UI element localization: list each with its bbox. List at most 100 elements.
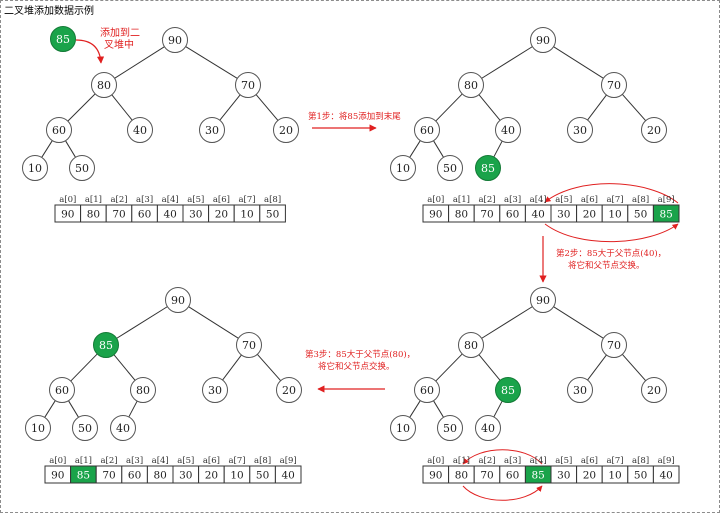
heap-node-label: 20 bbox=[279, 124, 293, 137]
array-index-label: a[0] bbox=[427, 456, 444, 466]
heap-node-label: 70 bbox=[607, 79, 621, 92]
tree-edge bbox=[553, 306, 604, 339]
tree-edge bbox=[68, 400, 79, 418]
heap-node-label: 90 bbox=[536, 294, 550, 307]
tree-edge bbox=[433, 400, 444, 418]
heap-node-label: 30 bbox=[208, 384, 222, 397]
step3-label-line1: 第3步：85大于父节点(80)， bbox=[305, 349, 415, 360]
array-cell-value: 40 bbox=[282, 470, 295, 482]
step1-label: 第1步：将85添加到末尾 bbox=[308, 111, 401, 122]
array-cell-value: 50 bbox=[634, 209, 647, 221]
array-index-label: a[2] bbox=[100, 456, 117, 466]
heap-node-label: 10 bbox=[31, 422, 45, 435]
heap-node bbox=[273, 117, 299, 143]
heap-node bbox=[202, 377, 228, 403]
array-cell-value: 50 bbox=[634, 470, 647, 482]
array-index-label: a[8] bbox=[632, 456, 649, 466]
array-cell-value: 70 bbox=[112, 209, 125, 221]
array-index-label: a[2] bbox=[478, 195, 495, 205]
array-index-label: a[0] bbox=[49, 456, 66, 466]
array-cell-value: 90 bbox=[429, 470, 442, 482]
heap-node bbox=[199, 117, 225, 143]
tree-edge bbox=[219, 94, 241, 121]
array-index-label: a[9] bbox=[658, 195, 675, 205]
array-cell-value: 80 bbox=[87, 209, 100, 221]
tree-edge bbox=[41, 140, 53, 158]
heap-node-highlighted bbox=[50, 26, 76, 52]
heap-node-label: 40 bbox=[501, 124, 515, 137]
array-index-label: a[4] bbox=[162, 195, 179, 205]
heap-node bbox=[601, 332, 627, 358]
heap-node bbox=[72, 415, 98, 441]
array-index-label: a[7] bbox=[228, 456, 245, 466]
heap-node bbox=[390, 415, 416, 441]
array-index-label: a[3] bbox=[136, 195, 153, 205]
step3-label-line2: 将它和父节点交换。 bbox=[318, 361, 395, 372]
heap-node-label: 40 bbox=[133, 124, 147, 137]
heap-node bbox=[530, 287, 556, 313]
swap-arc-step3-lower bbox=[462, 485, 543, 501]
heap-node bbox=[127, 117, 153, 143]
tree-edge bbox=[478, 354, 501, 381]
array-index-label: a[7] bbox=[238, 195, 255, 205]
array-cell-value: 60 bbox=[128, 470, 141, 482]
heap-node-label: 50 bbox=[75, 162, 89, 175]
heap-node bbox=[641, 377, 667, 403]
array-cell-value: 70 bbox=[480, 470, 493, 482]
array-index-label: a[0] bbox=[427, 195, 444, 205]
array-cell-value: 90 bbox=[61, 209, 74, 221]
array-index-label: a[1] bbox=[85, 195, 102, 205]
heap-node-label: 70 bbox=[241, 79, 255, 92]
array-cell-value: 60 bbox=[506, 470, 519, 482]
heap-node-label: 30 bbox=[205, 124, 219, 137]
array-index-label: a[3] bbox=[126, 456, 143, 466]
heap-node-label: 10 bbox=[28, 162, 42, 175]
array-index-label: a[8] bbox=[264, 195, 281, 205]
heap-node-label: 60 bbox=[55, 384, 69, 397]
heap-node bbox=[437, 155, 463, 181]
array-cell-value: 20 bbox=[583, 209, 596, 221]
tree-edge bbox=[409, 140, 421, 158]
array-cell-value: 10 bbox=[240, 209, 253, 221]
heap-node-label: 20 bbox=[282, 384, 296, 397]
heap-node bbox=[162, 27, 188, 53]
array-index-label: a[8] bbox=[632, 195, 649, 205]
array-index-label: a[6] bbox=[213, 195, 230, 205]
heap-node bbox=[130, 377, 156, 403]
array-cell-value: 40 bbox=[164, 209, 177, 221]
step2-label-line1: 第2步：85大于父节点(40)， bbox=[556, 248, 666, 259]
array-index-label: a[7] bbox=[606, 456, 623, 466]
tree-edge bbox=[67, 93, 96, 122]
heap-node-label: 90 bbox=[171, 294, 185, 307]
heap-node-label: 50 bbox=[78, 422, 92, 435]
heap-node bbox=[414, 377, 440, 403]
heap-node-label: 40 bbox=[481, 422, 495, 435]
tree-edge bbox=[481, 306, 533, 339]
tree-edge bbox=[587, 94, 607, 121]
array-cell-value: 85 bbox=[77, 470, 90, 482]
tree-edge bbox=[435, 93, 463, 122]
heap-node-label: 20 bbox=[647, 384, 661, 397]
array-index-label: a[3] bbox=[504, 195, 521, 205]
array-index-label: a[6] bbox=[581, 456, 598, 466]
swap-arc-step3 bbox=[462, 449, 543, 465]
heap-node bbox=[567, 377, 593, 403]
array-cell-value: 60 bbox=[506, 209, 519, 221]
heap-node bbox=[390, 155, 416, 181]
add-note-line1: 添加到二 bbox=[100, 26, 140, 39]
array-index-label: a[4] bbox=[152, 456, 169, 466]
array-cell-value: 85 bbox=[532, 470, 545, 482]
heap-node-label: 70 bbox=[607, 339, 621, 352]
tree-edge bbox=[409, 400, 421, 418]
heap-node-label: 85 bbox=[99, 339, 113, 352]
tree-edge bbox=[255, 94, 279, 121]
array-cell-value: 50 bbox=[266, 209, 279, 221]
array-cell-value: 80 bbox=[455, 209, 468, 221]
tree-edge bbox=[433, 140, 444, 158]
array-index-label: a[5] bbox=[555, 195, 572, 205]
array-cell-value: 85 bbox=[660, 209, 673, 221]
array-cell-value: 40 bbox=[532, 209, 545, 221]
heap-node bbox=[49, 377, 75, 403]
